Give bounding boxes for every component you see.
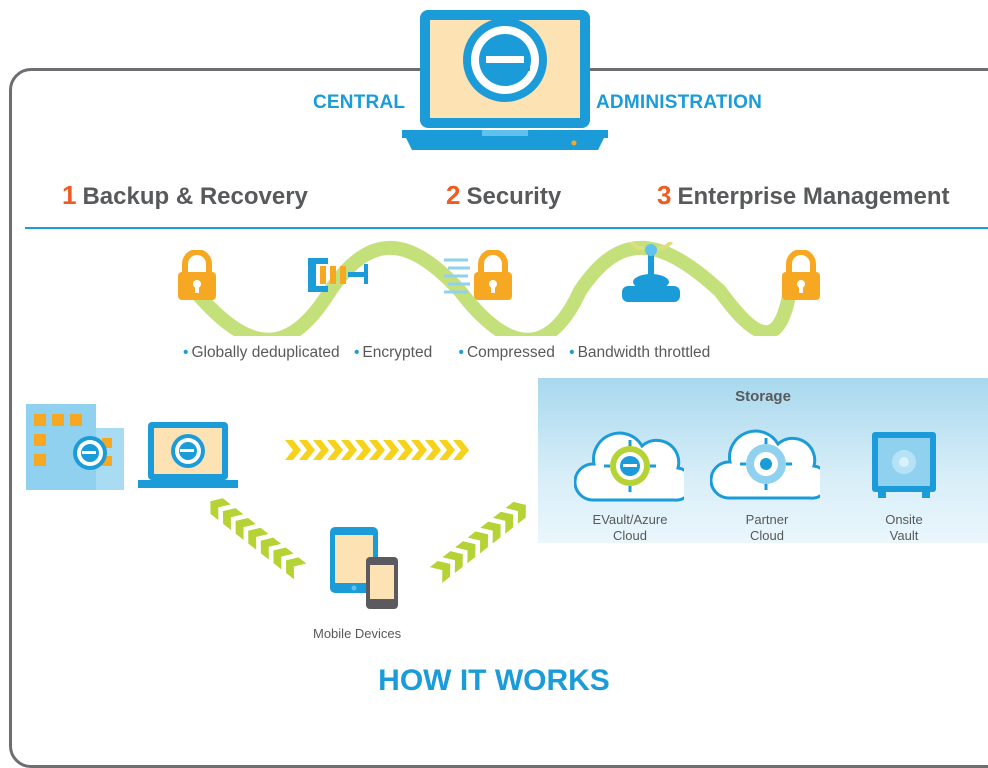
pillar-number: 3 xyxy=(657,180,672,210)
section-divider xyxy=(25,227,988,229)
data-pipeline xyxy=(160,236,850,336)
mobile-to-storage-arrows xyxy=(415,488,540,598)
feature-list: •Globally deduplicated •Encrypted •Compr… xyxy=(183,344,720,362)
partner-cloud-icon xyxy=(710,420,820,500)
pillar-label: Security xyxy=(466,183,562,210)
administration-label: ADMINISTRATION xyxy=(596,92,763,113)
pillar-number: 1 xyxy=(62,180,77,210)
feature-item: •Bandwidth throttled xyxy=(569,344,711,361)
bandwidth-throttle-icon xyxy=(620,242,682,304)
onsite-vault-icon xyxy=(872,432,936,498)
pillar-number: 2 xyxy=(446,180,461,210)
feature-item: •Compressed xyxy=(458,344,555,361)
central-label: CENTRAL xyxy=(313,92,406,113)
how-it-works-title: HOW IT WORKS xyxy=(378,664,610,697)
deduplication-clamp-icon xyxy=(306,252,372,294)
mobile-devices-icon xyxy=(330,527,400,611)
evault-azure-cloud-icon xyxy=(574,422,684,502)
padlock-icon xyxy=(176,250,218,302)
feature-item: •Globally deduplicated xyxy=(183,344,340,361)
padlock-icon xyxy=(780,250,822,302)
feature-item: •Encrypted xyxy=(353,344,433,361)
laptop-icon xyxy=(138,422,238,492)
pillar-label: Enterprise Management xyxy=(677,183,950,210)
mobile-devices-label: Mobile Devices xyxy=(313,626,402,641)
central-laptop-icon xyxy=(402,0,608,158)
storage-title: Storage xyxy=(735,388,791,405)
upload-arrows xyxy=(285,436,475,464)
encrypted-padlock-icon xyxy=(444,250,516,302)
pillar-label: Backup & Recovery xyxy=(82,183,308,210)
office-building-icon xyxy=(26,404,124,490)
mobile-to-laptop-arrows xyxy=(205,490,315,590)
